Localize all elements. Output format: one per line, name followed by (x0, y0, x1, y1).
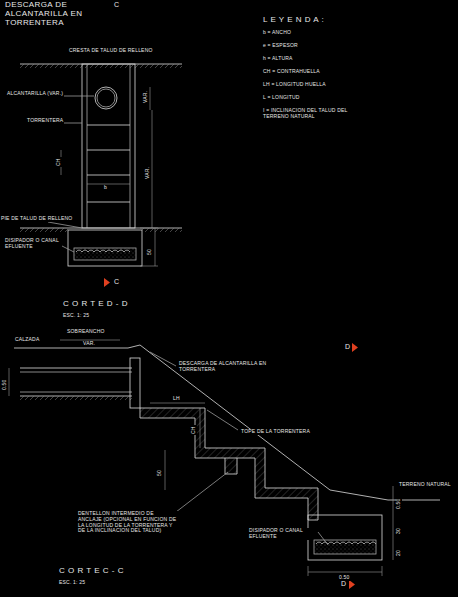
annotation: 50 (147, 248, 153, 256)
legend-entry: CH = CONTRAHUELLA (262, 69, 374, 75)
annotation: 30 (396, 527, 402, 535)
annotation: DENTELLON INTERMEDIO DE ANCLAJE (OPCIONA… (77, 511, 179, 534)
annotation: ESC. 1: 25 (62, 313, 90, 319)
annotation: VAR. (82, 341, 96, 347)
legend-entry: e = ESPESOR (262, 43, 374, 49)
section-marker: C (113, 278, 120, 286)
drawing-title: DESCARGA DE ALCANTARILLA EN TORRENTERA (4, 1, 116, 27)
annotation: SOBREANCHO (66, 329, 106, 335)
section-heading: C O R T E C - C (58, 566, 125, 575)
legend-entry: b = ANCHO (262, 30, 374, 36)
annotation: TORRENTERA (26, 118, 64, 124)
section-marker: C (113, 1, 120, 9)
legend-entry: L = LONGITUD (262, 95, 374, 101)
annotation: LH (172, 396, 181, 402)
annotation: CALZADA (14, 337, 40, 343)
annotation: TERRENO NATURAL (398, 482, 452, 488)
annotation: CRESTA DE TALUD DE RELLENO (68, 48, 154, 54)
annotation: DESCARGA DE ALCANTARILLA EN TORRENTERA (178, 361, 268, 373)
annotation: 20 (396, 549, 402, 557)
annotation: 0.50 (396, 497, 402, 510)
annotation: CH (56, 157, 62, 167)
legend-entry: LH = LONGITUD HUELLA (262, 82, 374, 88)
annotation: b (103, 185, 108, 191)
section-heading: C O R T E D - D (62, 299, 129, 308)
annotation: ALCANTARILLA (VAR.) (6, 91, 64, 97)
annotation: PIE DE TALUD DE RELLENO (0, 216, 73, 222)
annotation: ESC. 1: 25 (58, 580, 86, 586)
annotation: CH (191, 425, 197, 435)
legend-entry: h = ALTURA (262, 56, 374, 62)
annotation: DISIPADOR O CANAL EFLUENTE (4, 238, 62, 250)
annotation: 50 (157, 469, 163, 477)
annotation: 0.50 (2, 378, 8, 391)
annotation: VAR. (143, 90, 149, 104)
legend-entry: I = INCLINACION DEL TALUD DEL TERRENO NA… (262, 108, 374, 120)
section-view (9, 340, 440, 589)
section-marker: D (344, 343, 351, 351)
section-marker: D (340, 580, 347, 588)
annotation: DISIPADOR O CANAL EFLUENTE (248, 528, 312, 540)
annotation: VAR. (145, 166, 151, 180)
annotation: TOPE DE LA TORRENTERA (240, 429, 311, 435)
section-heading: L E Y E N D A : (262, 15, 325, 24)
